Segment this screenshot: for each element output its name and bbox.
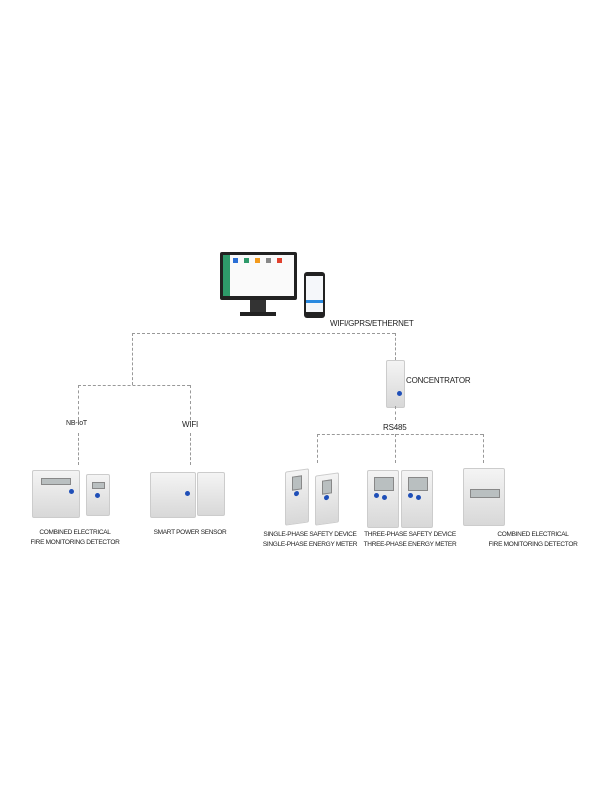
single-phase-meter <box>315 472 339 526</box>
connector-line <box>483 434 484 463</box>
concentrator-device <box>386 360 405 408</box>
connector-line <box>395 333 396 360</box>
connector-line <box>132 333 133 385</box>
uplink-label: WIFI/GPRS/ETHERNET <box>330 319 414 328</box>
connector-line <box>395 434 396 463</box>
rs485-label: RS485 <box>383 423 407 432</box>
three-phase-meter <box>401 470 433 528</box>
nbiot-label: NB-IoT <box>66 420 87 427</box>
connector-line <box>317 434 318 463</box>
connector-line <box>395 406 396 420</box>
single-phase-device <box>285 468 309 526</box>
concentrator-label: CONCENTRATOR <box>406 376 471 385</box>
connector-line <box>190 433 191 465</box>
smart-power-sensor-device <box>150 472 196 518</box>
connector-line <box>78 385 79 420</box>
connector-line <box>78 385 190 386</box>
smart-power-sensor-module <box>197 472 225 516</box>
fire-detector-device <box>32 470 80 518</box>
three-phase-device <box>367 470 399 528</box>
fire-detector-module <box>86 474 110 516</box>
monitor-icon <box>220 252 297 318</box>
phone-icon <box>304 272 325 318</box>
connector-line <box>132 333 395 334</box>
connector-line <box>78 433 79 465</box>
fire-detector-device-rs485 <box>463 468 505 526</box>
connector-line <box>317 434 483 435</box>
device-caption: SMART POWER SENSOR <box>153 529 227 536</box>
connector-line <box>190 385 191 420</box>
wifi-label: WIFI <box>182 420 199 429</box>
